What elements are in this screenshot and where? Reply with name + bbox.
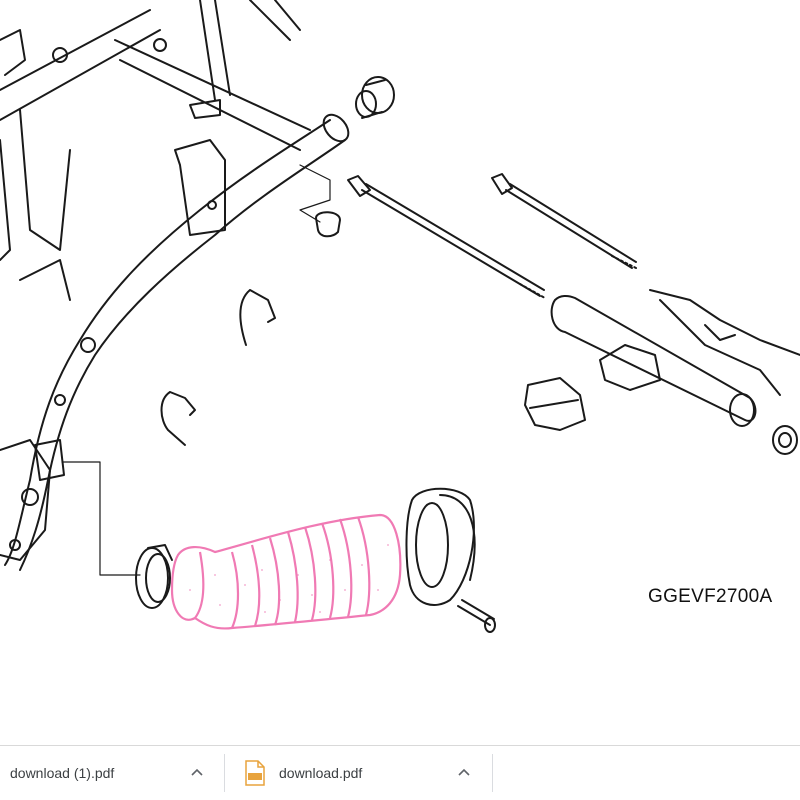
chevron-up-icon[interactable] [457, 766, 471, 780]
highlighted-intake-boot [170, 513, 402, 630]
cap-nut [315, 211, 341, 238]
download-filename: download.pdf [279, 765, 363, 781]
frame-upper-structure [0, 0, 311, 301]
download-item-2[interactable]: download.pdf [279, 746, 362, 800]
flange-nut [772, 425, 798, 455]
download-item-1[interactable]: download (1).pdf [10, 746, 114, 800]
long-bolt [347, 175, 546, 299]
air-box-flange [405, 487, 476, 606]
frame-main-tube [4, 113, 350, 571]
rubber-mount [524, 377, 586, 431]
download-bar: download (1).pdf download.pdf [0, 745, 800, 800]
frame-lower-mount [0, 337, 96, 561]
hose-clamp [135, 544, 173, 609]
wire-clip-lower [160, 391, 196, 446]
parts-diagram-drawing [0, 0, 800, 633]
wire-clip-upper [239, 289, 276, 346]
divider [224, 754, 225, 792]
parts-diagram: GGEVF2700A [0, 0, 800, 633]
download-filename: download (1).pdf [10, 765, 115, 781]
divider [492, 754, 493, 792]
part-reference-code: GGEVF2700A [648, 586, 773, 607]
grommet [355, 76, 395, 119]
second-bolt [491, 173, 637, 269]
rear-suspension-assembly [550, 289, 800, 427]
pdf-file-icon [245, 760, 265, 786]
screw [457, 599, 496, 633]
chevron-up-icon[interactable] [190, 766, 204, 780]
leader-lines [61, 164, 331, 576]
